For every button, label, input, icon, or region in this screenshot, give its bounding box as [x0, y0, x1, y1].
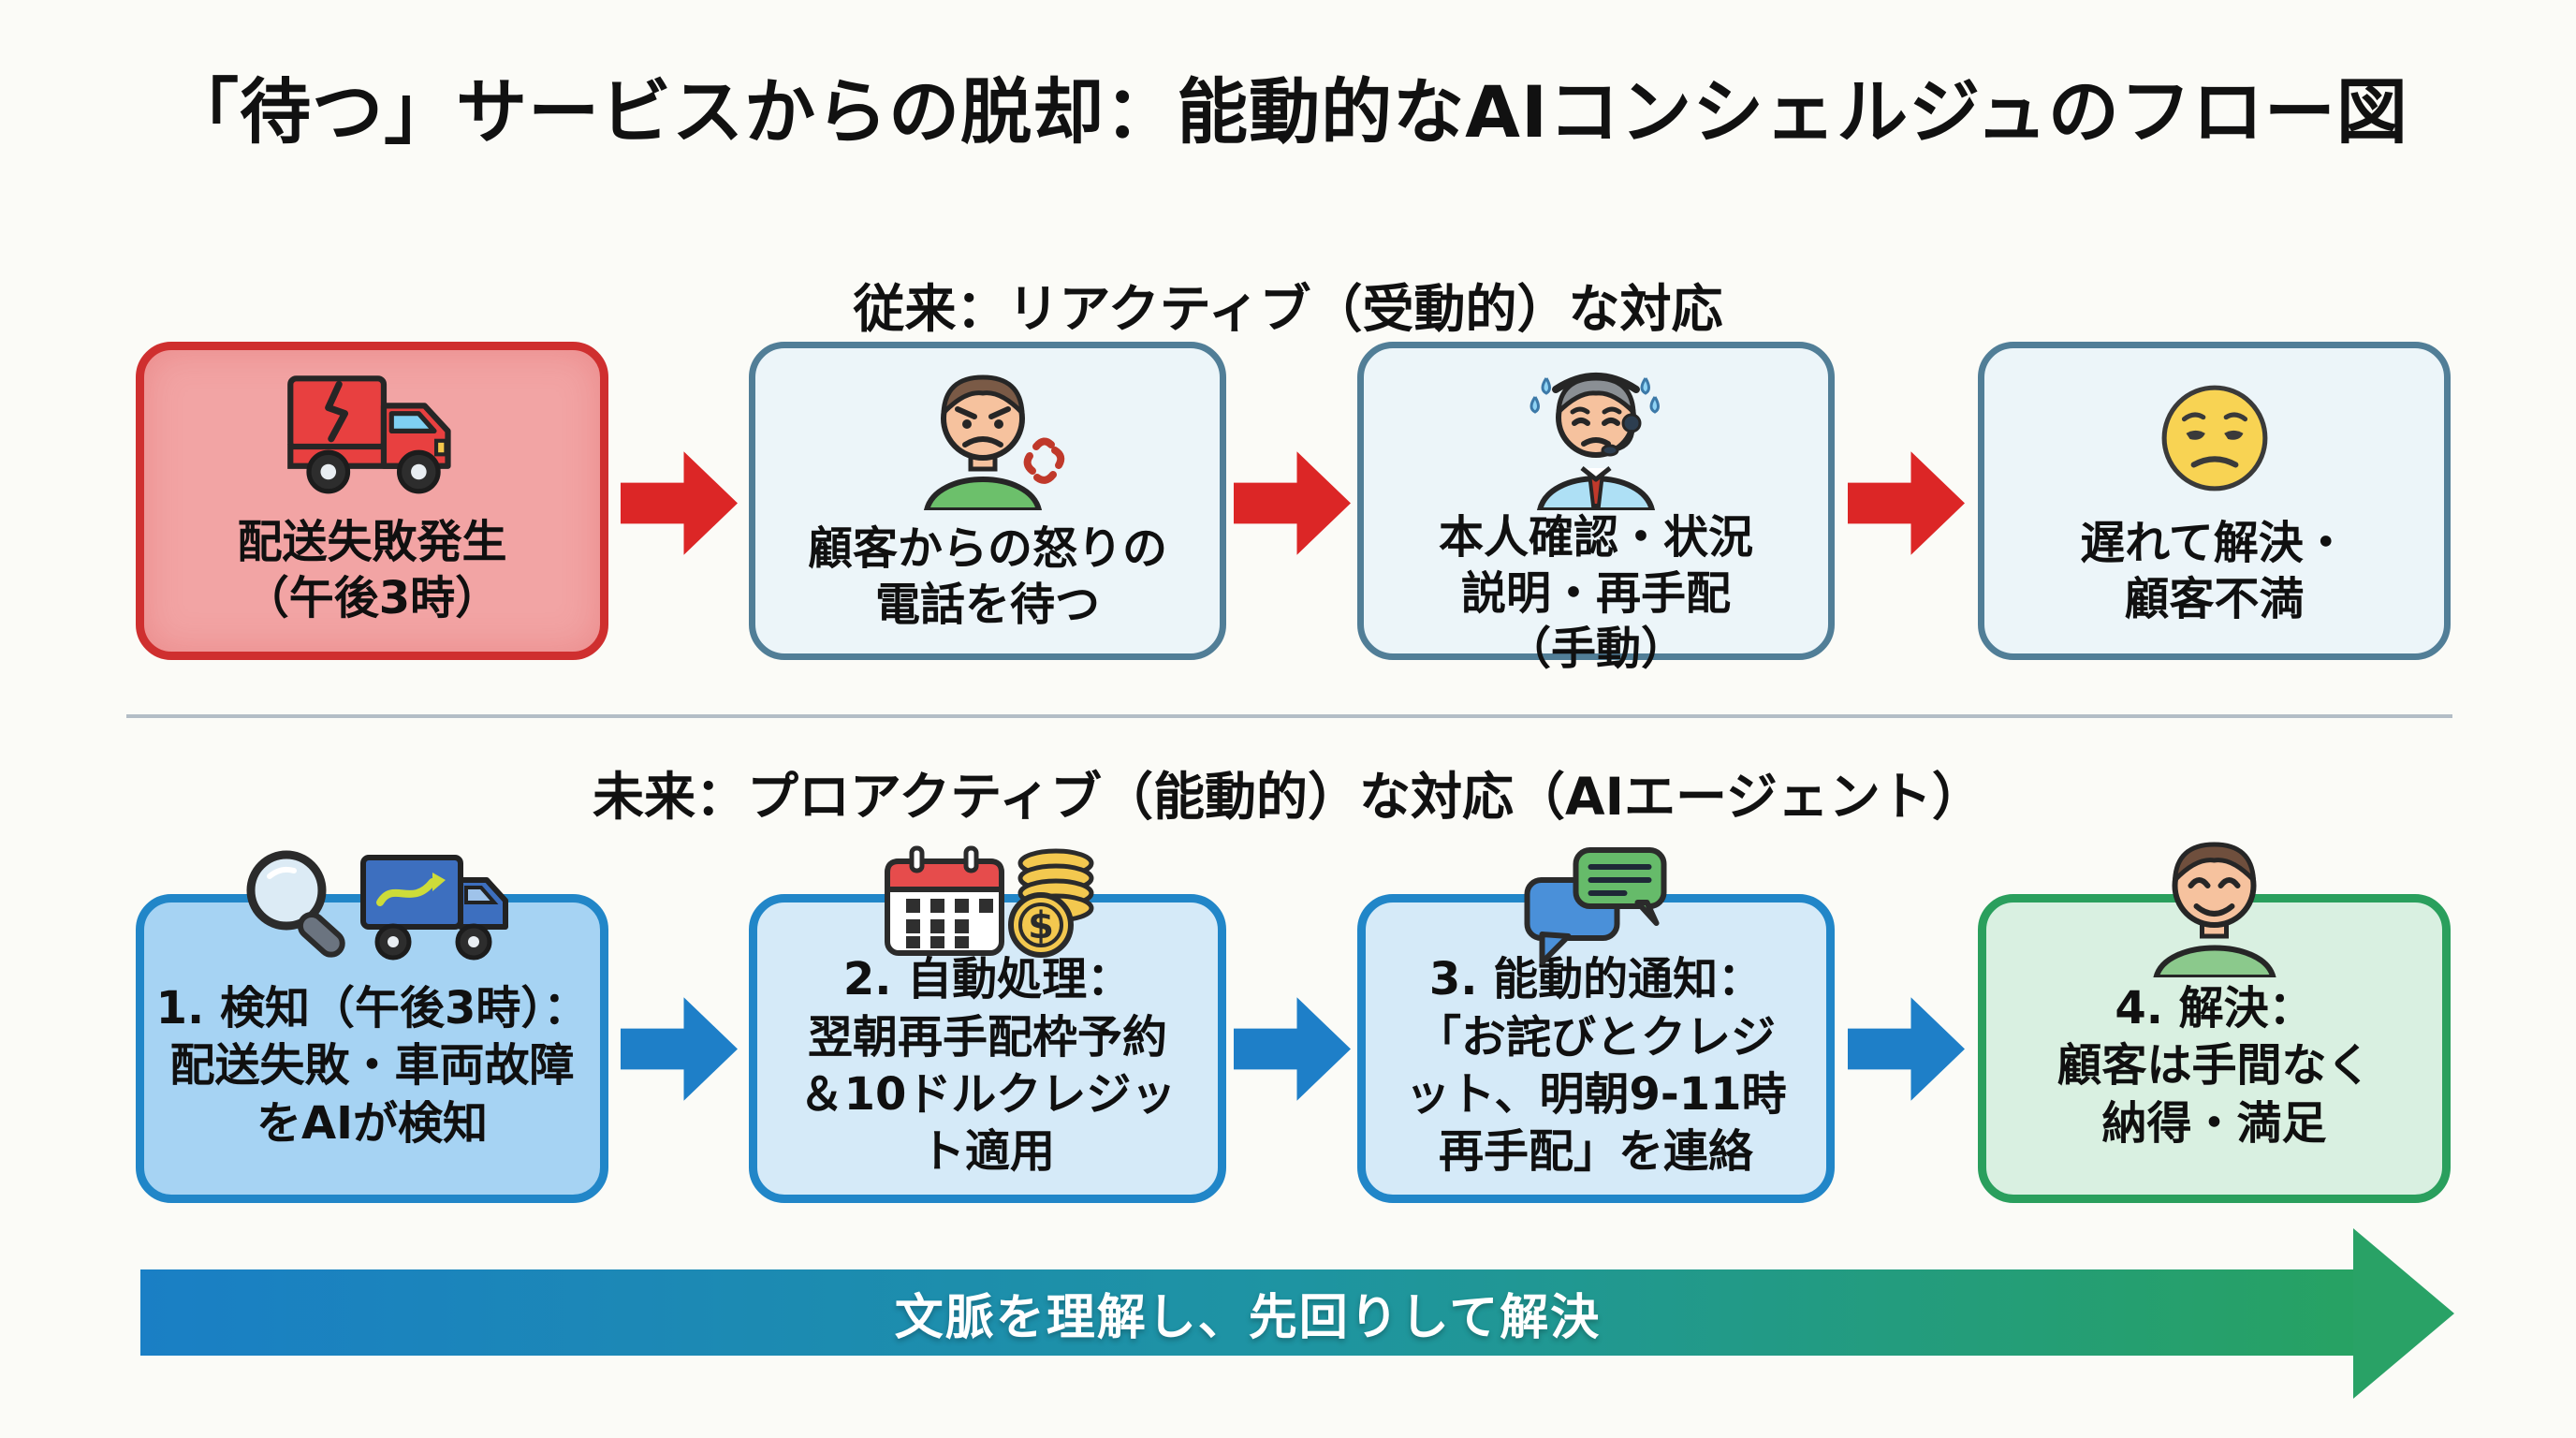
- calendar-coins-icon: $: [871, 843, 1105, 960]
- search-truck-icon: [232, 848, 513, 965]
- chat-bubbles-icon: [1515, 841, 1678, 967]
- future-step-proactive-notice: 3. 能動的通知： 「お詫びとクレジ ット、明朝9-11時 再手配」を連絡: [1357, 847, 1835, 1203]
- legacy-section-heading: 従来：リアクティブ（受動的）な対応: [853, 279, 1723, 339]
- legacy-step-late-resolution: 遅れて解決・ 顧客不満: [1978, 342, 2451, 660]
- blue-arrow-icon: [1848, 997, 1965, 1101]
- step-label: 1. 検知（午後3時）： 配送失敗・車両故障 をAIが検知: [155, 981, 589, 1150]
- angry-customer-icon: [903, 356, 1072, 515]
- future-step-ai-detection: 1. 検知（午後3時）： 配送失敗・車両故障 をAIが検知: [136, 850, 608, 1203]
- section-divider: [126, 714, 2452, 718]
- step-label: 2. 自動処理： 翌朝再手配枠予約 ＆10ドルクレジッ ト適用: [798, 953, 1177, 1179]
- broken-truck-icon: [271, 363, 473, 504]
- stressed-agent-icon: [1507, 356, 1685, 510]
- red-arrow-icon: [1848, 451, 1965, 555]
- blue-arrow-icon: [621, 997, 738, 1101]
- step-label: 配送失敗発生 （午後3時）: [237, 516, 507, 624]
- happy-customer-icon: [2142, 828, 2287, 977]
- unamused-face-icon: [2158, 373, 2272, 504]
- future-section-heading: 未来：プロアクティブ（能動的）な対応（AIエージェント）: [593, 767, 1983, 827]
- red-arrow-icon: [1234, 451, 1351, 555]
- context-banner: 文脈を理解し、先回りして解決: [140, 1269, 2355, 1356]
- svg-text:$: $: [1028, 904, 1054, 947]
- red-arrow-icon: [621, 451, 738, 555]
- legacy-step-manual-handling: 本人確認・状況 説明・再手配 （手動）: [1357, 342, 1835, 675]
- banner-arrowhead-icon: [2353, 1228, 2454, 1399]
- page-title: 「待つ」サービスからの脱却：能動的なAIコンシェルジュのフロー図: [168, 70, 2408, 154]
- step-label: 顧客からの怒りの 電話を待つ: [807, 522, 1167, 631]
- step-label: 4. 解決： 顧客は手間なく 納得・満足: [2056, 981, 2372, 1150]
- legacy-step-wait-angry-call: 顧客からの怒りの 電話を待つ: [749, 342, 1226, 660]
- banner-label: 文脈を理解し、先回りして解決: [894, 1289, 1602, 1346]
- blue-arrow-icon: [1234, 997, 1351, 1101]
- step-label: 遅れて解決・ 顧客不満: [2080, 517, 2349, 625]
- legacy-step-delivery-failure: 配送失敗発生 （午後3時）: [136, 342, 608, 660]
- future-step-resolution: 4. 解決： 顧客は手間なく 納得・満足: [1978, 842, 2451, 1203]
- step-label: 3. 能動的通知： 「お詫びとクレジ ット、明朝9-11時 再手配」を連絡: [1405, 953, 1787, 1179]
- step-label: 本人確認・状況 説明・再手配 （手動）: [1438, 511, 1753, 676]
- future-step-auto-processing: $ 2. 自動処理： 翌朝再手配枠予約 ＆10ドルクレジッ ト適用: [749, 845, 1226, 1203]
